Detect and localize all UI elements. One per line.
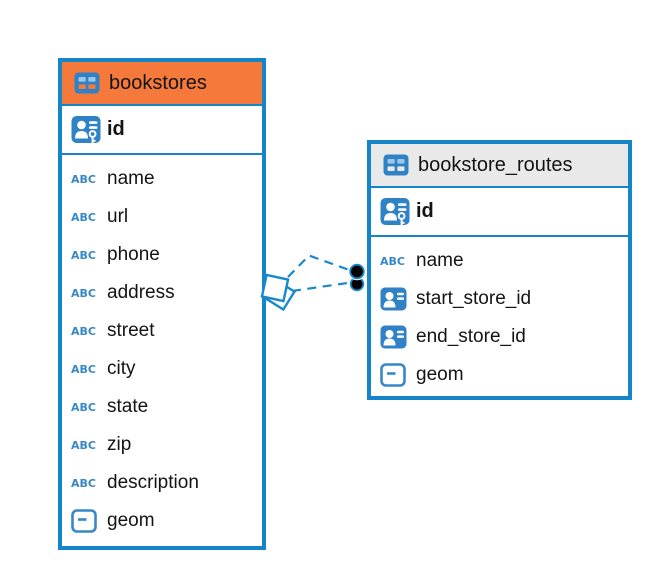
column-row-geom[interactable]: geom: [62, 502, 262, 540]
text-type-icon: ABC: [71, 172, 96, 186]
column-row-geom[interactable]: geom: [371, 356, 628, 394]
geometry-type-icon: [71, 509, 107, 533]
text-type-icon: ABC: [71, 476, 96, 490]
text-type-icon: ABC: [71, 438, 96, 452]
table-header[interactable]: bookstore_routes: [371, 144, 628, 188]
column-row-address[interactable]: ABC address: [62, 274, 262, 312]
diamond-marker: [260, 273, 297, 312]
column-row-name[interactable]: ABC name: [371, 242, 628, 280]
column-row-city[interactable]: ABC city: [62, 350, 262, 388]
column-row-url[interactable]: ABC url: [62, 198, 262, 236]
column-label: end_store_id: [416, 326, 526, 347]
column-row-id[interactable]: id: [62, 106, 262, 155]
column-row-id[interactable]: id: [371, 188, 628, 237]
column-row-description[interactable]: ABC description: [62, 464, 262, 502]
primary-key-icon: [380, 197, 416, 227]
column-label: description: [107, 472, 199, 493]
column-label: phone: [107, 244, 160, 265]
column-label: name: [416, 250, 464, 271]
column-row-start_store_id[interactable]: start_store_id: [371, 280, 628, 318]
column-row-zip[interactable]: ABC zip: [62, 426, 262, 464]
relationship-line: [287, 254, 353, 278]
relationship-line: [291, 281, 352, 293]
foreign-key-icon: [380, 325, 416, 349]
table-title: bookstore_routes: [418, 153, 573, 176]
table-header[interactable]: bookstores: [62, 62, 262, 106]
text-type-icon: ABC: [71, 362, 96, 376]
column-row-phone[interactable]: ABC phone: [62, 236, 262, 274]
column-label: id: [107, 118, 125, 140]
column-row-state[interactable]: ABC state: [62, 388, 262, 426]
table-icon: [383, 154, 409, 176]
column-label: start_store_id: [416, 288, 532, 309]
column-label: address: [107, 282, 175, 303]
table-icon: [74, 72, 100, 94]
geometry-type-icon: [380, 363, 416, 387]
text-type-icon: ABC: [71, 210, 96, 224]
column-label: city: [107, 358, 136, 379]
table-bookstore-routes[interactable]: bookstore_routes id ABC name start_store_i…: [367, 140, 632, 400]
column-row-street[interactable]: ABC street: [62, 312, 262, 350]
text-type-icon: ABC: [71, 324, 96, 338]
text-type-icon: ABC: [380, 254, 405, 268]
column-label: url: [107, 206, 129, 227]
text-type-icon: ABC: [71, 248, 96, 262]
column-label: state: [107, 396, 149, 417]
primary-key-icon: [71, 115, 107, 145]
table-title: bookstores: [109, 71, 207, 94]
dot-marker: [348, 262, 366, 292]
column-label: name: [107, 168, 155, 189]
column-row-end_store_id[interactable]: end_store_id: [371, 318, 628, 356]
text-type-icon: ABC: [71, 286, 96, 300]
column-label: street: [107, 320, 155, 341]
foreign-key-icon: [380, 287, 416, 311]
column-label: zip: [107, 434, 132, 455]
column-label: geom: [416, 364, 464, 385]
column-label: id: [416, 200, 434, 222]
text-type-icon: ABC: [71, 400, 96, 414]
column-label: geom: [107, 510, 155, 531]
column-row-name[interactable]: ABC name: [62, 160, 262, 198]
